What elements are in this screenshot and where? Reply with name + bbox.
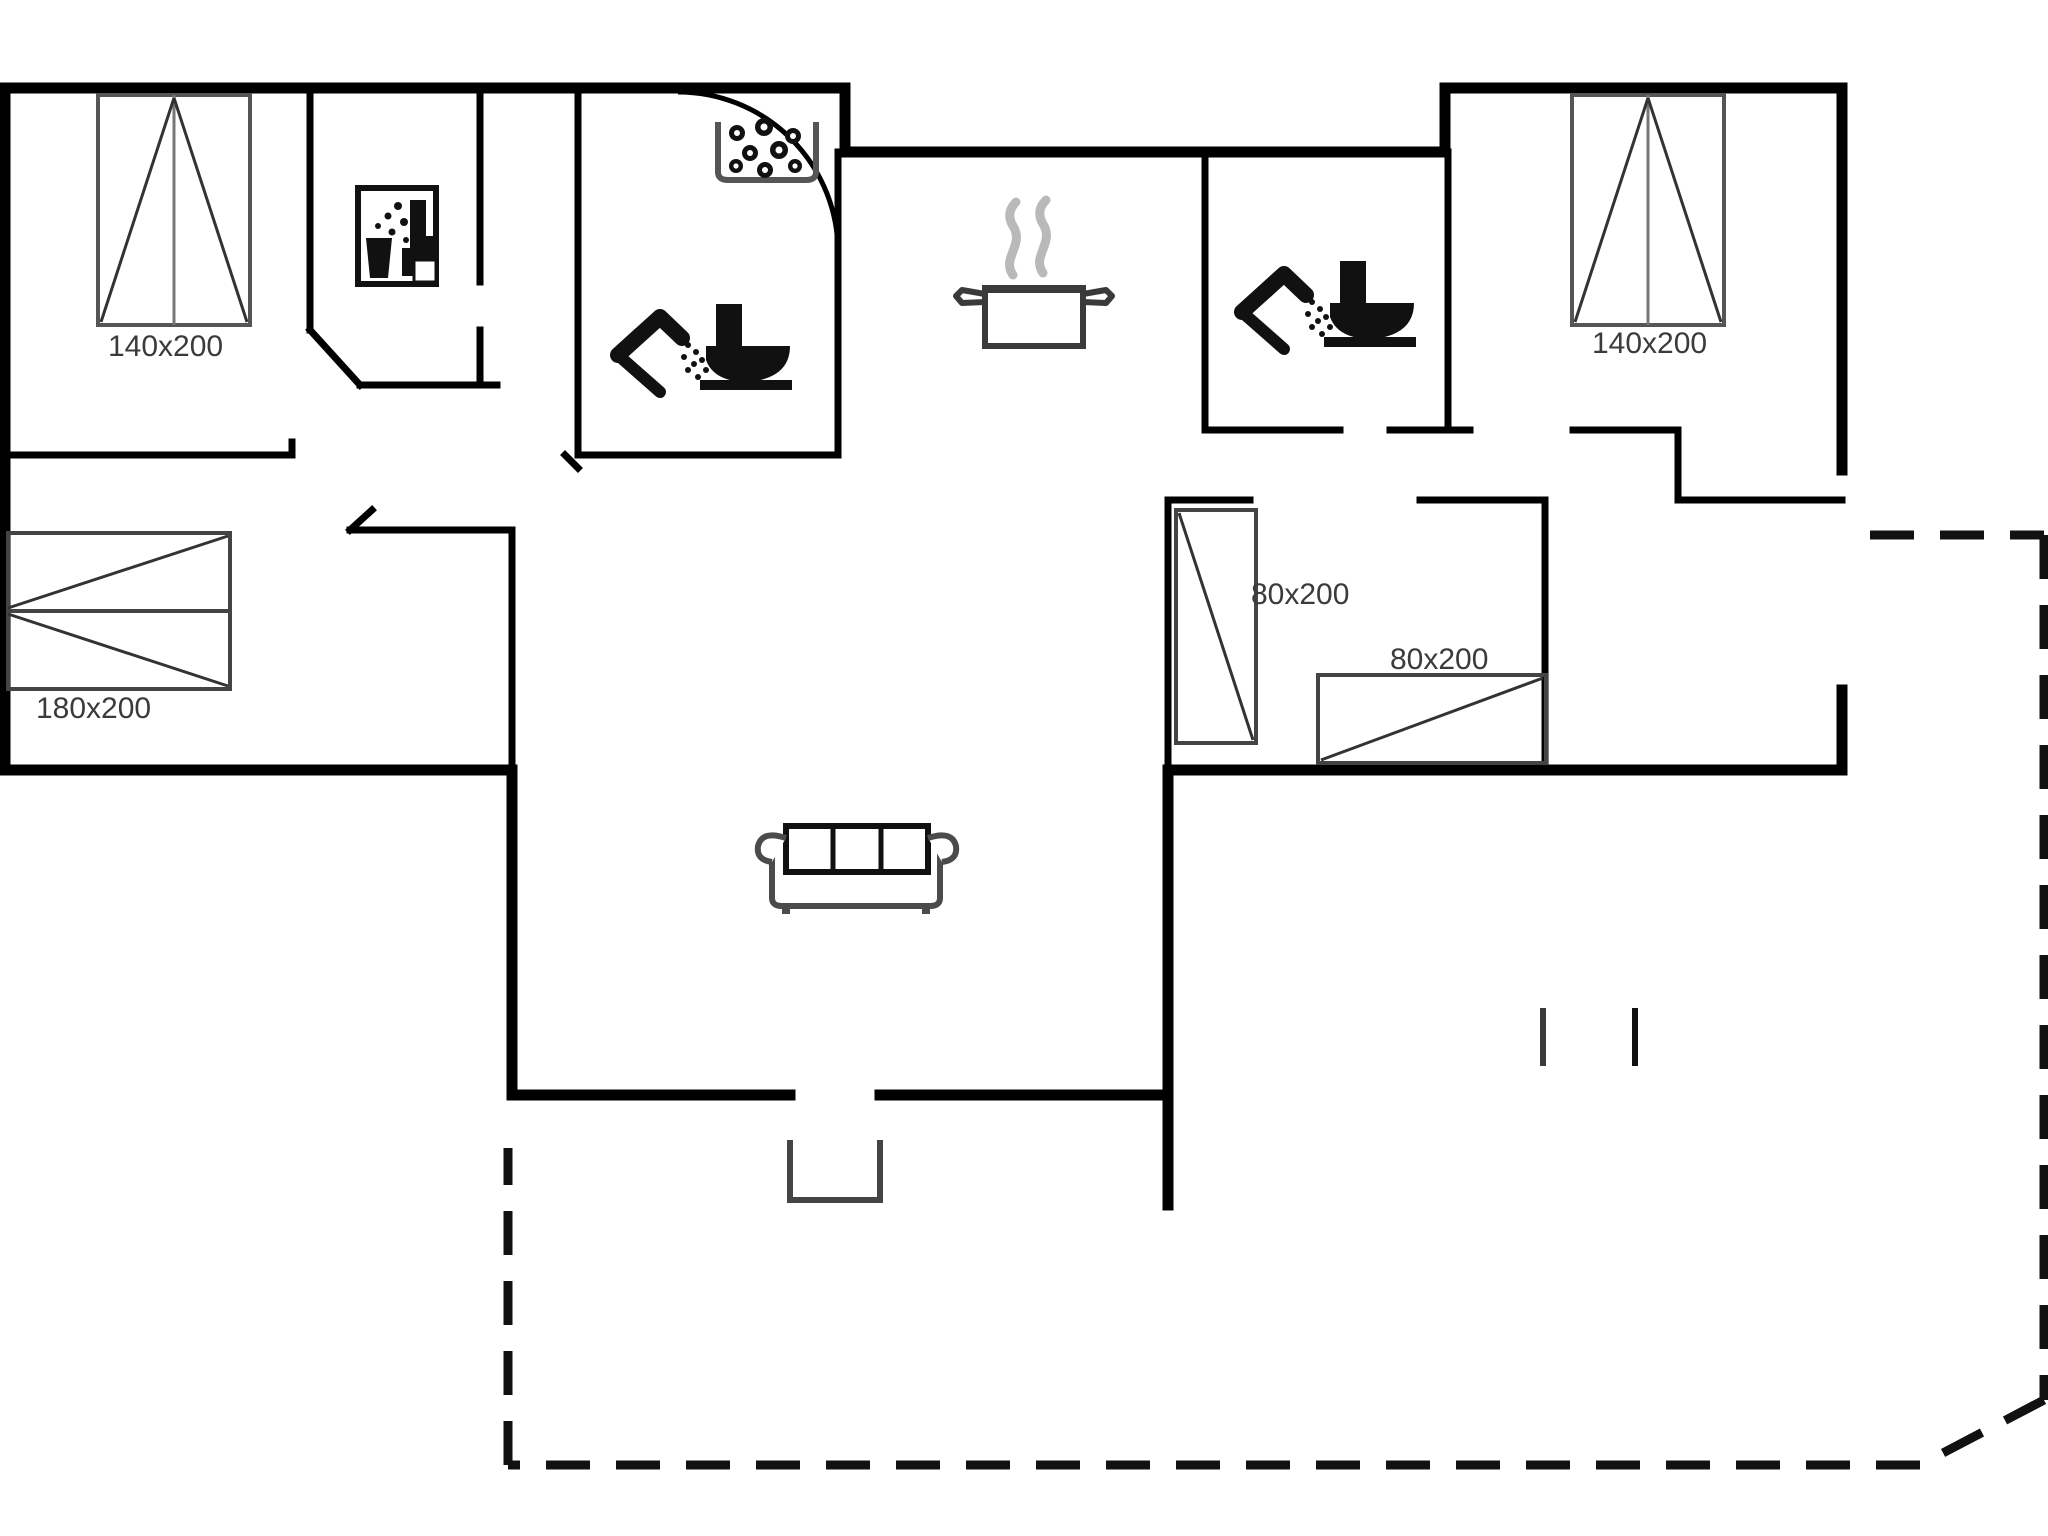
bed-left-180x200	[6, 531, 232, 691]
cooking-pot-icon	[953, 195, 1115, 349]
entrance-step-icon	[787, 1140, 883, 1203]
bunk-label-upper: 80x200	[1251, 578, 1350, 611]
exterior-walls	[0, 82, 1848, 1211]
bed-label-top-right: 140x200	[1592, 327, 1708, 360]
sofa-icon	[754, 823, 960, 914]
bunk-bed-lower-80x200	[1316, 673, 1548, 765]
bed-label-top-left: 140x200	[108, 330, 224, 363]
shower-toilet-icon-right	[1234, 261, 1416, 355]
bed-label-left-double: 180x200	[36, 692, 152, 725]
whirlpool-icon	[715, 118, 819, 183]
sauna-icon	[355, 185, 439, 287]
bunk-label-lower: 80x200	[1390, 643, 1489, 676]
shower-toilet-icon-left	[610, 304, 792, 398]
bed-top-left-140x200	[96, 93, 252, 327]
terrace-post-icon-1	[1540, 1008, 1546, 1066]
terrace-posts	[1540, 1008, 1638, 1066]
bunk-bed-upper-80x200	[1174, 508, 1258, 745]
terrace-outline	[503, 530, 2048, 1470]
terrace-post-icon-2	[1632, 1008, 1638, 1066]
interior-walls	[1, 88, 1846, 774]
bed-top-right-140x200	[1570, 93, 1726, 327]
